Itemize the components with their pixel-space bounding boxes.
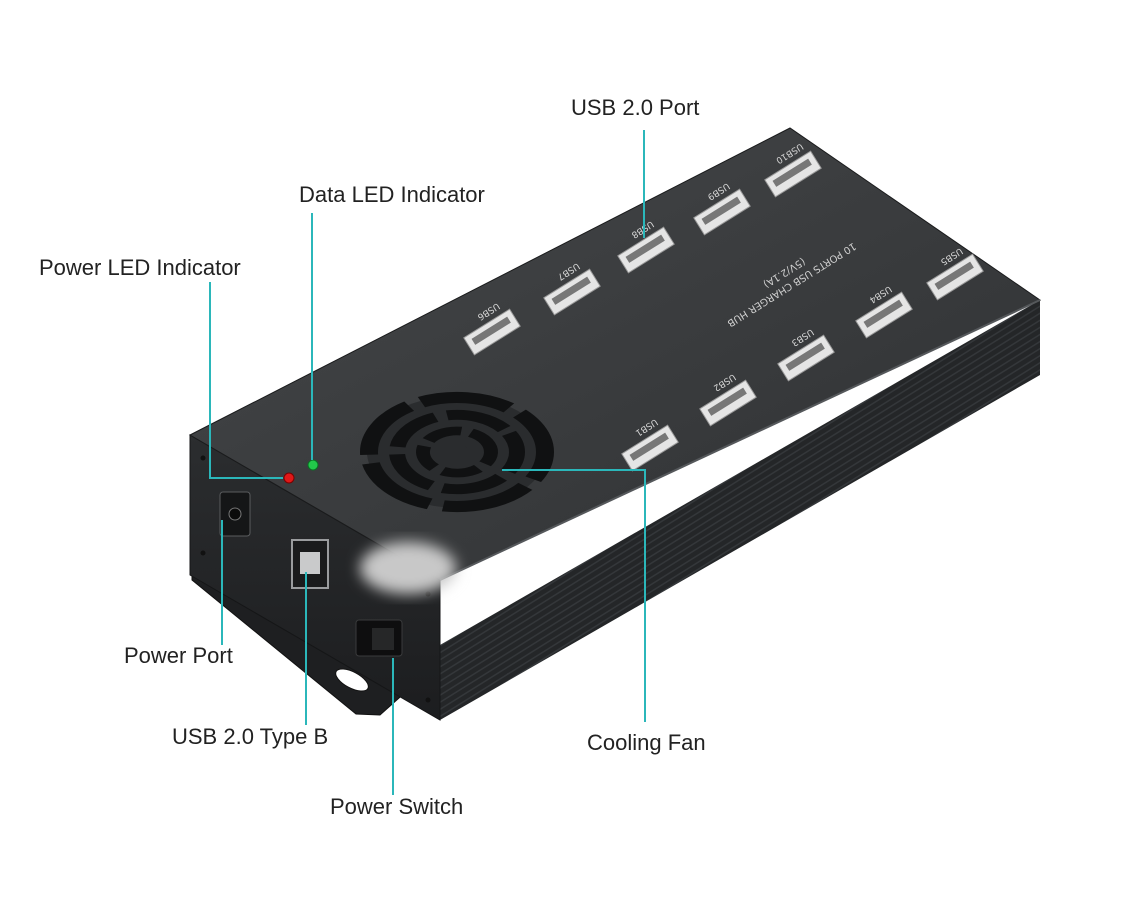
callout-cooling-fan: Cooling Fan xyxy=(587,730,706,755)
bracket-hole-right xyxy=(335,668,369,692)
housing-long-side xyxy=(440,300,1040,720)
callout-usb-port: USB 2.0 Port xyxy=(571,95,700,120)
callout-power-port: Power Port xyxy=(124,643,233,668)
leader-lines xyxy=(209,130,646,795)
callout-data-led: Data LED Indicator xyxy=(299,182,485,207)
callout-power-led: Power LED Indicator xyxy=(39,255,241,280)
leader-power-led xyxy=(209,282,283,479)
callout-usb-type-b: USB 2.0 Type B xyxy=(172,724,329,749)
power-led xyxy=(283,472,295,484)
blurred-logo xyxy=(360,542,456,594)
usb-port-usb1: USB1 xyxy=(621,416,679,472)
usb-port-usb6: USB6 xyxy=(463,300,521,356)
leader-cooling-fan xyxy=(502,469,646,722)
callout-power-switch: Power Switch xyxy=(330,794,464,819)
cooling-fan-grille xyxy=(360,391,554,513)
data-led xyxy=(307,459,319,471)
usb-port-usb9: USB9 xyxy=(693,180,751,236)
